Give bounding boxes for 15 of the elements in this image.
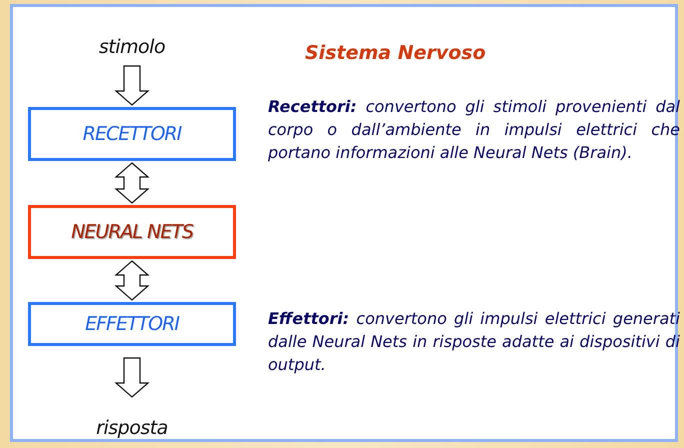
- box-label: RECETTORI: [82, 123, 182, 145]
- double-block-arrow: [114, 162, 150, 204]
- process-box: [28, 205, 236, 259]
- description-paragraph: Recettori: convertono gli stimoli provenienti dal corpo o dall’ambiente in impulsi elettrici che portano informazioni alle Neural Nets (Brain).: [268, 96, 680, 164]
- process-box: [28, 107, 236, 161]
- description-paragraph: Effettori: convertono gli impulsi elettrici generati dalle Neural Nets in risposte adatte ai dispositivi di output.: [268, 308, 680, 376]
- box-label: EFFETTORI: [85, 313, 179, 335]
- flow-label: risposta: [72, 411, 192, 445]
- block-arrow: [114, 357, 150, 398]
- box-label: NEURAL NETS: [71, 221, 193, 243]
- double-block-arrow: [114, 260, 150, 301]
- title: Sistema Nervoso: [305, 42, 486, 64]
- process-box: [28, 302, 236, 346]
- block-arrow: [114, 65, 150, 106]
- flow-label: stimolo: [82, 30, 182, 64]
